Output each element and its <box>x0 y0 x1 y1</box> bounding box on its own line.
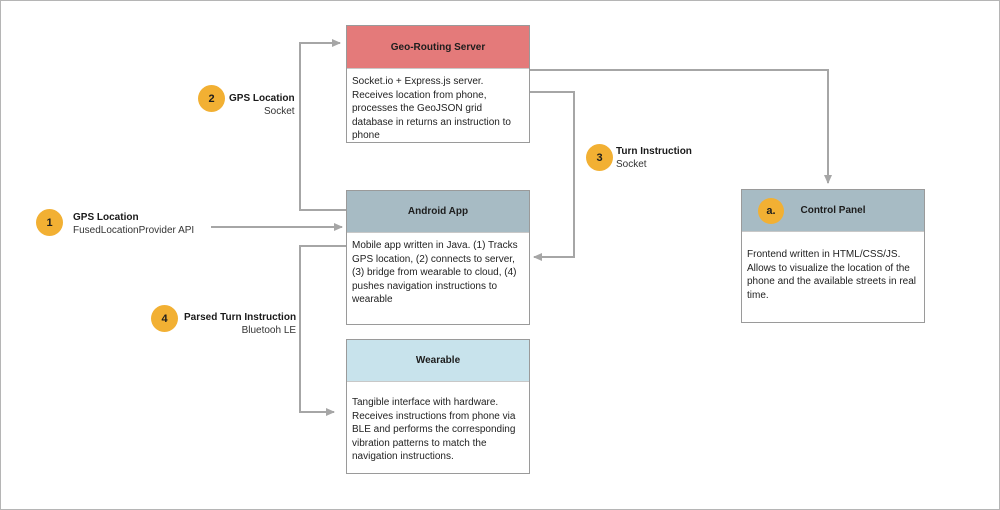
geo-routing-server-description: Socket.io + Express.js server. Receives … <box>352 76 511 141</box>
android-app-description: Mobile app written in Java. (1) Tracks G… <box>352 240 518 305</box>
step-2-title: GPS Location <box>229 93 295 104</box>
step-1-title: GPS Location <box>73 212 139 223</box>
step-1-subtitle: FusedLocationProvider API <box>73 225 195 236</box>
android-app-title: Android App <box>407 206 469 217</box>
wearable-node: Wearable Tangible interface with hardwar… <box>346 339 530 474</box>
step-4-badge: 4 <box>151 305 178 332</box>
android-app-header: Android App <box>347 191 529 233</box>
control-panel-node: a. Control Panel Frontend written in HTM… <box>741 189 925 323</box>
step-4-subtitle: Bluetooh LE <box>241 325 297 336</box>
arrow-server-to-panel <box>530 69 832 184</box>
step-4-title: Parsed Turn Instruction <box>184 312 297 323</box>
step-1-label: GPS Location FusedLocationProvider API <box>73 211 194 237</box>
arrow-server-to-app <box>530 91 575 261</box>
control-panel-badge: a. <box>758 198 784 224</box>
wearable-header: Wearable <box>347 340 529 382</box>
step-3-label: Turn Instruction Socket <box>616 145 692 171</box>
step-2-label: GPS Location Socket <box>229 92 295 118</box>
arrow-app-to-server <box>299 39 346 211</box>
wearable-title: Wearable <box>415 355 461 366</box>
step-3-subtitle: Socket <box>616 159 647 170</box>
step-2-subtitle: Socket <box>263 106 295 117</box>
geo-routing-server-title: Geo-Routing Server <box>390 41 486 53</box>
arrow-app-to-wearable <box>299 245 346 416</box>
geo-routing-server-node: Geo-Routing Server Socket.io + Express.j… <box>346 25 530 143</box>
control-panel-header: a. Control Panel <box>742 190 924 232</box>
control-panel-title: Control Panel <box>800 205 866 216</box>
step-3-title: Turn Instruction <box>616 146 692 157</box>
android-app-node: Android App Mobile app written in Java. … <box>346 190 530 325</box>
wearable-description: Tangible interface with hardware. Receiv… <box>352 397 516 462</box>
step-3-badge: 3 <box>586 144 613 171</box>
step-1-badge: 1 <box>36 209 63 236</box>
step-4-label: Parsed Turn Instruction Bluetooh LE <box>184 311 296 337</box>
control-panel-description: Frontend written in HTML/CSS/JS. Allows … <box>747 249 917 301</box>
step-2-badge: 2 <box>198 85 225 112</box>
geo-routing-server-header: Geo-Routing Server <box>347 26 529 69</box>
